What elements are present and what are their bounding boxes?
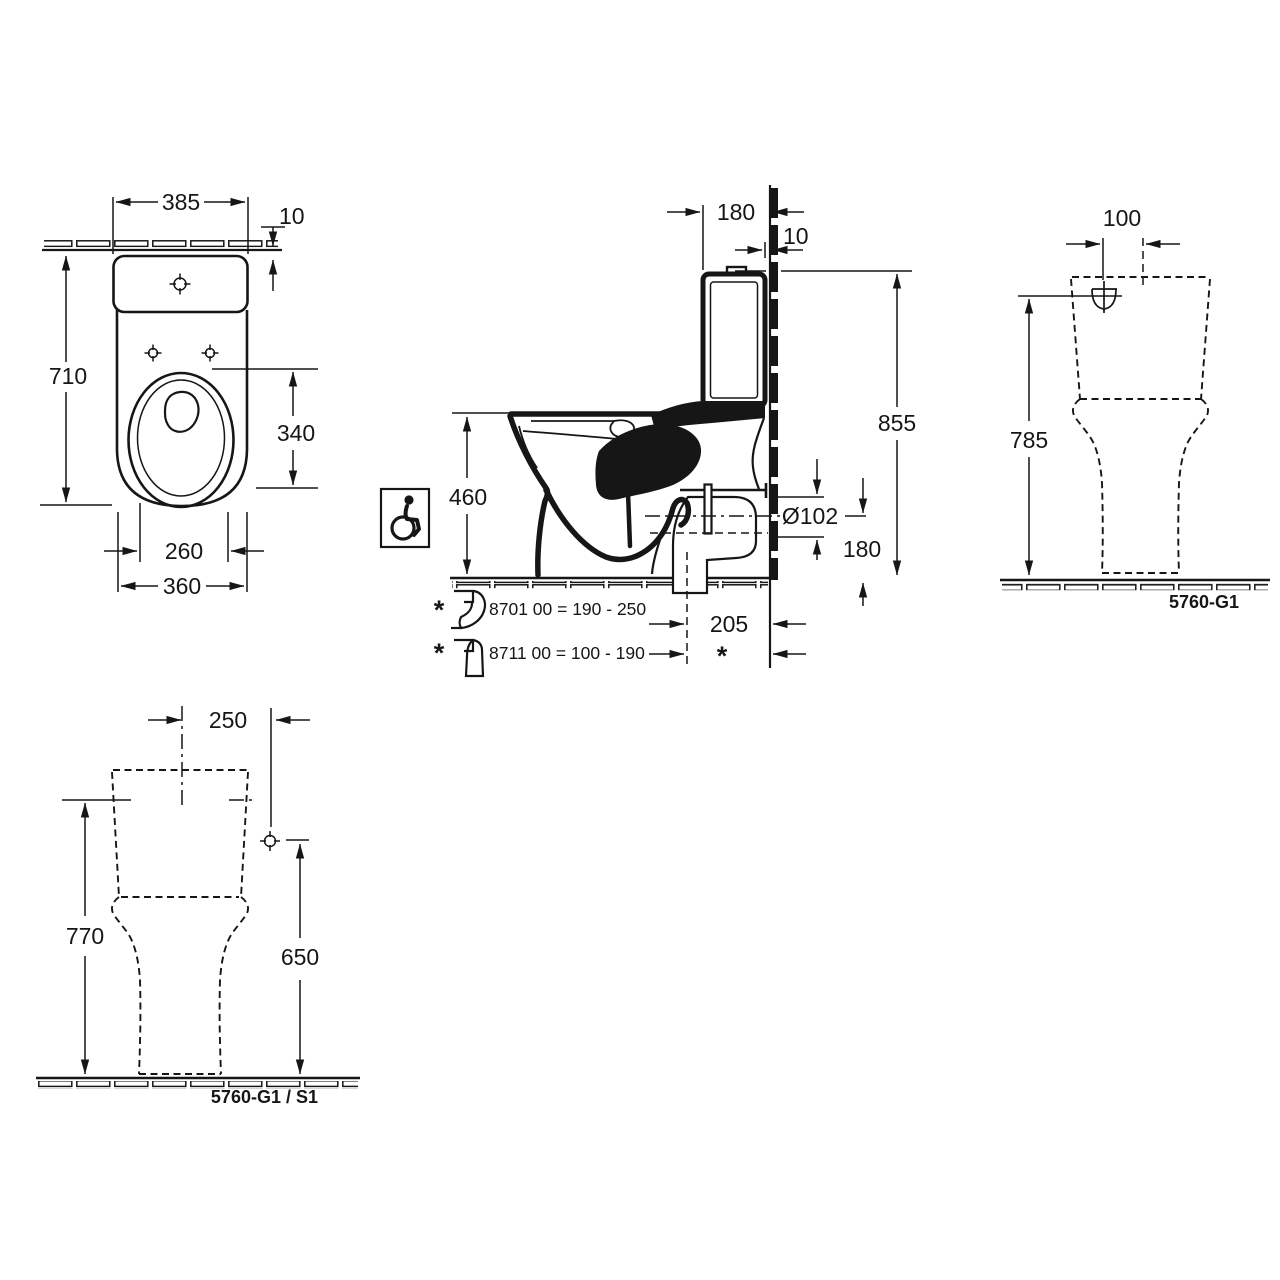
dim-label: 460: [449, 484, 487, 510]
dim-label: 205: [710, 611, 748, 637]
bowl-rear-edge: [751, 417, 766, 490]
rear-body-outline: [1070, 276, 1211, 574]
dim-label: Ø102: [782, 503, 838, 529]
dim-label: 180: [843, 536, 881, 562]
note-mark: *: [434, 638, 445, 668]
dim-label: 260: [165, 538, 203, 564]
trap-profile: [543, 487, 692, 563]
dim-rear-inlet-height: 785: [1010, 295, 1122, 576]
dim-outlet-variable-distance: *: [649, 641, 806, 671]
plan-view: 385 10 710 340 260: [40, 189, 318, 599]
variable-mark: *: [717, 641, 728, 671]
plan-trap-water-outline: [163, 390, 200, 433]
dim-front-lid-height: 770: [66, 802, 104, 1075]
dim-label: 180: [717, 199, 755, 225]
model-code: 5760-G1 / S1: [211, 1087, 318, 1107]
trap-back-line: [625, 489, 633, 549]
flush-channel-section: [595, 424, 702, 500]
dim-label: 250: [209, 707, 247, 733]
dim-plan-tank-width: 385: [112, 189, 249, 254]
floor-tiles: [38, 1081, 358, 1089]
dim-plan-wall-gap: 10: [261, 203, 305, 291]
outlet-elbow: [671, 495, 758, 595]
dim-label: 855: [878, 410, 916, 436]
dim-plan-depth: 710: [40, 255, 112, 506]
dim-side-tank-depth: 180: [667, 199, 804, 270]
floor-tiles: [452, 581, 768, 589]
front-body-outline: [111, 769, 249, 1075]
floor-tiles: [1002, 583, 1268, 591]
note-mark: *: [434, 595, 445, 625]
dim-outlet-diameter: Ø102: [778, 459, 866, 560]
dim-side-height: 855: [735, 270, 916, 576]
plan-cistern: [112, 254, 249, 314]
plan-bowl-inner-rim: [136, 379, 226, 497]
side-view: 180 10 855 460: [379, 185, 916, 678]
dim-label: 385: [162, 189, 200, 215]
pedestal-rear-edge: [650, 533, 664, 575]
note-outlet-8711: * 8711 00 = 100 - 190: [434, 638, 645, 678]
dim-front-fixing-height: 650: [281, 839, 319, 1075]
dim-label: 340: [277, 420, 315, 446]
dim-label: 785: [1010, 427, 1048, 453]
side-cistern-inner: [709, 281, 759, 399]
note-outlet-8701: * 8701 00 = 190 - 250: [434, 589, 646, 630]
side-cistern: [700, 271, 768, 409]
dim-plan-seat-inner-width: 260: [104, 503, 264, 564]
dim-front-fixing-offset: 250: [148, 707, 310, 827]
flange-plate: [703, 483, 713, 535]
note-text: 8711 00 = 100 - 190: [489, 643, 645, 663]
dim-plan-bowl-length: 340: [212, 368, 318, 489]
dim-label: 100: [1103, 205, 1141, 231]
dim-side-wall-gap: 10: [735, 223, 809, 258]
model-code: 5760-G1: [1169, 592, 1239, 612]
cistern-bowl-connector: [651, 401, 765, 430]
wall-tiles: [44, 240, 278, 248]
wheelchair-accessibility-icon: [379, 487, 431, 549]
dim-rear-inlet-offset: 100: [1066, 205, 1180, 288]
rear-view: 100 785 5760-G1: [1000, 205, 1270, 612]
plan-seat-ring: [127, 371, 235, 509]
dim-outlet-wall-distance: 205: [649, 611, 806, 637]
bowl-front-profile: [507, 413, 551, 578]
dim-plan-width: 360: [117, 512, 248, 599]
dim-outlet-axis-height: 180: [843, 478, 881, 606]
front-view: 250 650 770 5760-G1 / S1: [36, 706, 360, 1107]
dim-label: 710: [49, 363, 87, 389]
water-inlet-icon: [1091, 281, 1117, 313]
plan-cistern-crosshair-icon: [169, 273, 191, 295]
seat-fixing-crosshair-icon: [144, 344, 219, 362]
dim-label: 650: [281, 944, 319, 970]
dim-label: 360: [163, 573, 201, 599]
dim-label: 10: [279, 203, 305, 229]
fixing-point-crosshair-icon: [260, 831, 280, 851]
outlet-connector-horizontal-icon: [451, 589, 487, 630]
dim-label: 10: [783, 223, 809, 249]
outlet-connector-vertical-icon: [454, 638, 485, 678]
note-text: 8701 00 = 190 - 250: [489, 599, 646, 619]
dim-side-rim-height: 460: [449, 412, 512, 575]
bowl-front-inner-line: [518, 425, 538, 469]
dim-label: 770: [66, 923, 104, 949]
